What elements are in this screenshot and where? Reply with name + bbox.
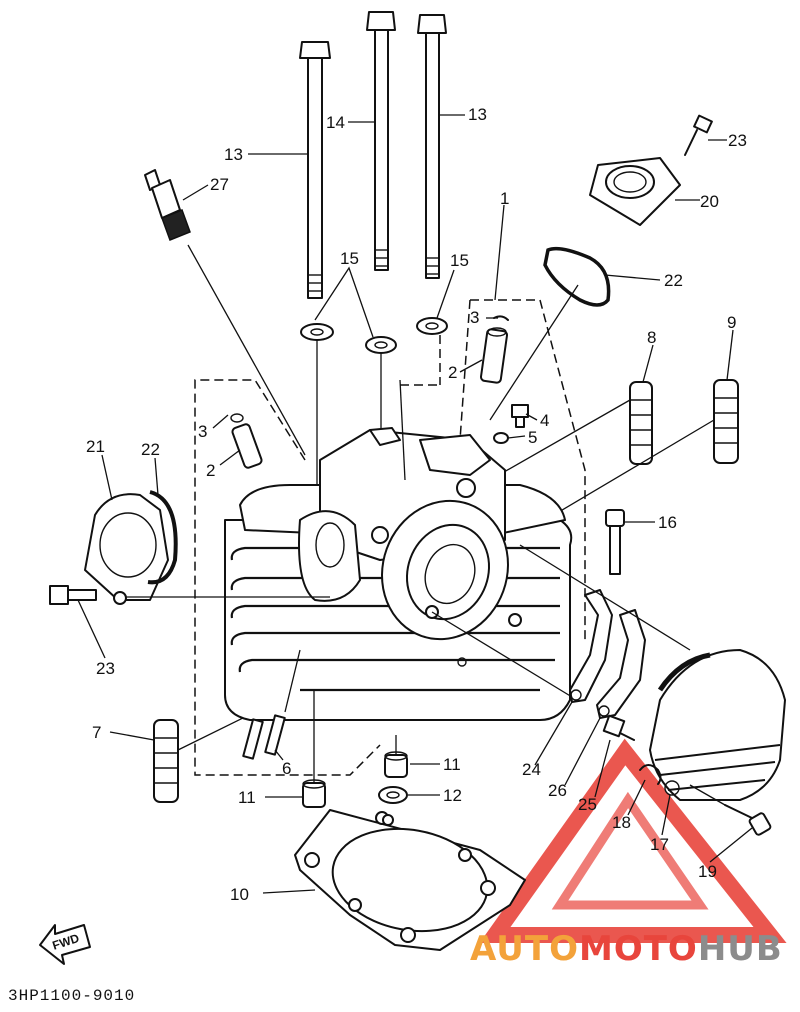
valve-guides-2 <box>230 315 509 469</box>
bolt-14-center <box>366 11 396 271</box>
bolt-25 <box>602 714 635 741</box>
callout-15-right: 15 <box>450 251 469 270</box>
callout-26: 26 <box>548 781 567 800</box>
callout-4: 4 <box>540 411 549 430</box>
callout-19: 19 <box>698 862 717 881</box>
callout-20: 20 <box>700 192 719 211</box>
callout-7: 7 <box>92 723 101 742</box>
callout-10: 10 <box>230 885 249 904</box>
cylinder-head-bolts <box>299 11 447 299</box>
bolt-13-left <box>299 41 331 299</box>
watermark-text-hub: HUB <box>698 929 783 969</box>
stud-pins-6 <box>242 649 301 760</box>
callout-21: 21 <box>86 437 105 456</box>
callout-17: 17 <box>650 835 669 854</box>
callout-3-left: 3 <box>198 422 207 441</box>
callout-8: 8 <box>647 328 656 347</box>
automotohub-watermark: AUTOMOTOHUB <box>470 738 787 969</box>
callout-3-top: 3 <box>470 308 479 327</box>
collars-11 <box>302 690 408 808</box>
watermark-text-auto: AUTO <box>470 929 579 969</box>
spark-plug-27 <box>144 169 306 456</box>
callout-6: 6 <box>282 759 291 778</box>
callout-23-top: 23 <box>728 131 747 150</box>
callout-25: 25 <box>578 795 597 814</box>
o-ring-22-top <box>489 246 611 421</box>
callout-14: 14 <box>326 113 345 132</box>
clip-17-18 <box>639 764 680 796</box>
fwd-arrow-icon: FWD <box>39 924 91 965</box>
callout-11-left: 11 <box>238 788 256 807</box>
callout-12: 12 <box>443 786 462 805</box>
bolt-23-side <box>49 585 330 605</box>
gasket-24 <box>431 589 613 703</box>
svg-text:AUTOMOTOHUB: AUTOMOTOHUB <box>470 929 783 969</box>
washer-12 <box>378 786 408 804</box>
bolt-19 <box>689 784 772 836</box>
callout-labels: 13 14 13 23 27 20 1 22 15 15 3 2 8 9 4 5… <box>86 105 747 904</box>
part-code: 3HP1100-9010 <box>8 987 135 1005</box>
intake-joint-20 <box>589 114 713 226</box>
callout-24: 24 <box>522 760 541 779</box>
plate-26 <box>596 609 646 719</box>
callout-2-left: 2 <box>206 461 215 480</box>
callout-15-left: 15 <box>340 249 359 268</box>
pin-8 <box>629 381 653 465</box>
callout-18: 18 <box>612 813 631 832</box>
head-gasket-10 <box>294 809 526 951</box>
o-ring-22-side <box>147 490 178 585</box>
callout-5: 5 <box>528 428 537 447</box>
cylinder-head-cover <box>519 544 786 801</box>
callout-1: 1 <box>500 189 509 208</box>
callout-27: 27 <box>210 175 229 194</box>
watermark-text-moto: MOTO <box>579 929 698 969</box>
cylinder-head <box>224 379 573 721</box>
callout-2-top: 2 <box>448 363 457 382</box>
callout-13-right: 13 <box>468 105 487 124</box>
watermark-triangle-icon <box>479 738 787 943</box>
callout-13-left: 13 <box>224 145 243 164</box>
oil-fitting-4-5 <box>493 404 529 444</box>
callout-9: 9 <box>727 313 736 332</box>
callout-leaders <box>77 114 753 894</box>
side-cover-21 <box>84 493 169 605</box>
washers-15 <box>300 317 448 560</box>
callout-16: 16 <box>658 513 677 532</box>
pin-7 <box>153 719 179 803</box>
callout-11-right: 11 <box>443 755 461 774</box>
callout-23-side: 23 <box>96 659 115 678</box>
callout-22-top: 22 <box>664 271 683 290</box>
callout-22-side: 22 <box>141 440 160 459</box>
pin-9 <box>713 379 739 464</box>
bolt-13-right <box>417 14 447 279</box>
bolt-16 <box>605 509 625 575</box>
